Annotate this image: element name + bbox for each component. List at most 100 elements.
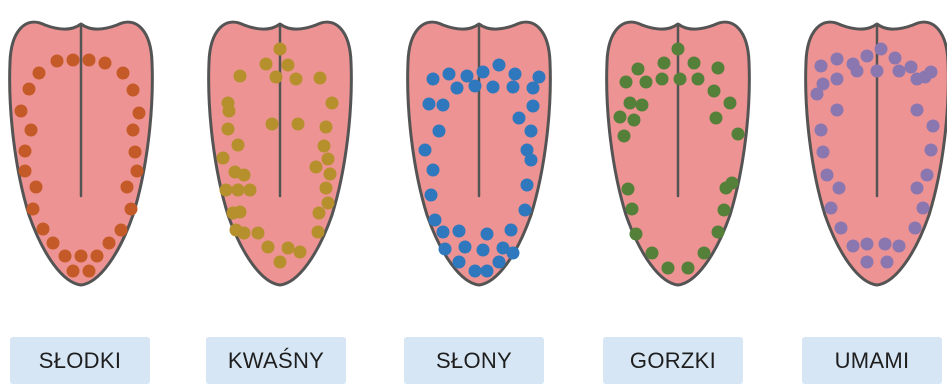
taste-bud-dot — [282, 242, 295, 255]
taste-bud-dot — [439, 243, 452, 256]
taste-bud-dot — [875, 43, 888, 56]
taste-bud-dot — [624, 97, 637, 110]
taste-bud-dot — [712, 62, 725, 75]
taste-bud-dot — [811, 88, 824, 101]
taste-bud-dot — [274, 256, 287, 269]
taste-bud-dot — [847, 240, 860, 253]
taste-bud-dot — [326, 97, 339, 110]
taste-bud-dot — [710, 112, 723, 125]
taste-bud-dot — [294, 246, 307, 259]
taste-bud-dot — [47, 237, 60, 250]
taste-bud-dot — [103, 237, 116, 250]
taste-bud-dot — [129, 146, 142, 159]
taste-bud-dot — [51, 55, 64, 68]
taste-bud-dot — [833, 182, 846, 195]
taste-bud-dot — [718, 204, 731, 217]
taste-bud-dot — [437, 99, 450, 112]
taste-bud-dot — [25, 124, 38, 137]
tongue-slodki — [10, 22, 153, 285]
taste-bud-dot — [477, 66, 490, 79]
taste-bud-dot — [67, 265, 80, 278]
taste-bud-dot — [230, 224, 243, 237]
taste-bud-dot — [513, 112, 526, 125]
taste-bud-dot — [533, 71, 546, 84]
taste-bud-dot — [628, 114, 641, 127]
taste-bud-dot — [620, 76, 633, 89]
taste-bud-dot — [861, 50, 874, 63]
taste-bud-dot — [630, 228, 643, 241]
taste-bud-dot — [889, 52, 902, 65]
taste-bud-dot — [656, 73, 669, 86]
taste-bud-dot — [282, 59, 295, 72]
tongue-gorzki — [607, 22, 750, 285]
taste-bud-dot — [682, 262, 695, 275]
label-slodki: SŁODKI — [10, 337, 150, 384]
taste-bud-dot — [262, 241, 275, 254]
taste-bud-dot — [427, 164, 440, 177]
label-kwasny: KWAŚNY — [206, 337, 346, 384]
taste-bud-dot — [91, 250, 104, 263]
taste-bud-dot — [698, 247, 711, 260]
taste-bud-dot — [861, 238, 874, 251]
taste-bud-dot — [622, 183, 635, 196]
taste-bud-dot — [726, 177, 739, 190]
taste-bud-dot — [127, 124, 140, 137]
taste-bud-dot — [99, 57, 112, 70]
taste-bud-dot — [252, 227, 265, 240]
taste-bud-dot — [232, 184, 245, 197]
taste-bud-dot — [626, 203, 639, 216]
taste-bud-dot — [37, 223, 50, 236]
taste-bud-dot — [469, 80, 482, 93]
taste-bud-dot — [220, 184, 233, 197]
taste-bud-dot — [314, 72, 327, 85]
taste-bud-dot — [266, 118, 279, 131]
taste-bud-dot — [507, 81, 520, 94]
taste-bud-dot — [453, 225, 466, 238]
taste-bud-dot — [640, 76, 653, 89]
taste-bud-dot — [127, 84, 140, 97]
taste-bud-dot — [825, 202, 838, 215]
taste-bud-dot — [881, 256, 894, 269]
taste-bud-dot — [238, 169, 251, 182]
taste-bud-dot — [131, 165, 144, 178]
taste-bud-dot — [672, 43, 685, 56]
taste-bud-dot — [674, 73, 687, 86]
taste-bud-dot — [453, 256, 466, 269]
tongue-umami — [806, 22, 947, 285]
taste-bud-dot — [310, 161, 323, 174]
taste-bud-dot — [911, 73, 924, 86]
taste-bud-dot — [322, 197, 335, 210]
taste-bud-dot — [831, 73, 844, 86]
taste-bud-dot — [125, 203, 138, 216]
taste-bud-dot — [851, 65, 864, 78]
taste-bud-dot — [232, 139, 245, 152]
taste-bud-dot — [320, 182, 333, 195]
taste-bud-dot — [688, 57, 701, 70]
taste-bud-dot — [893, 240, 906, 253]
taste-bud-dot — [469, 265, 482, 278]
taste-bud-dot — [244, 184, 257, 197]
taste-bud-dot — [658, 57, 671, 70]
taste-bud-dot — [821, 169, 834, 182]
taste-bud-dot — [121, 181, 134, 194]
taste-bud-dot — [117, 67, 130, 80]
taste-bud-dot — [459, 241, 472, 254]
taste-bud-dot — [227, 207, 240, 220]
taste-bud-dot — [320, 121, 333, 134]
taste-bud-dot — [527, 100, 540, 113]
taste-bud-dot — [525, 125, 538, 138]
taste-bud-dot — [477, 244, 490, 257]
taste-bud-dot — [292, 118, 305, 131]
taste-bud-dot — [67, 54, 80, 67]
taste-bud-dot — [487, 81, 500, 94]
taste-bud-dot — [312, 226, 325, 239]
taste-bud-dot — [909, 222, 922, 235]
taste-bud-dot — [817, 146, 830, 159]
taste-bud-dot — [861, 256, 874, 269]
taste-bud-dot — [481, 228, 494, 241]
taste-bud-dot — [831, 53, 844, 66]
taste-bud-dot — [83, 265, 96, 278]
taste-bud-dot — [815, 124, 828, 137]
taste-bud-dot — [274, 43, 287, 56]
